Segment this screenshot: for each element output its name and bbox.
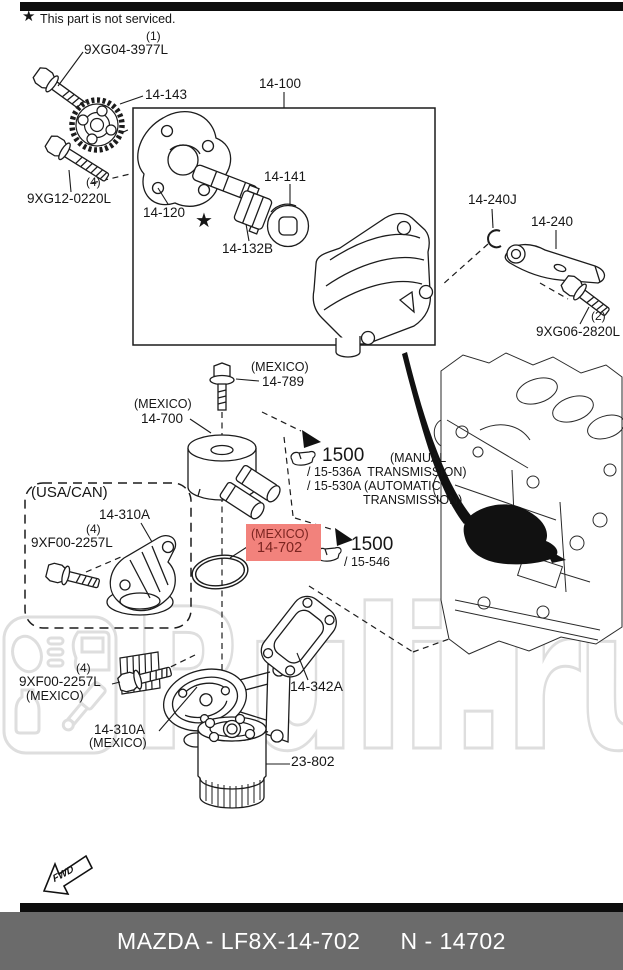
qty-sprocket-bolt: (1)	[146, 29, 161, 43]
oil-filter-drawing	[197, 713, 267, 809]
gasket-plate-drawing	[260, 595, 337, 678]
region-mexico-bolt: (MEXICO)	[26, 689, 84, 703]
ref-assembly: 14-100	[259, 76, 302, 91]
ref-pump-bolt: 9XG12-0220L	[27, 191, 112, 206]
flow-arrow-icon	[302, 430, 321, 448]
cooler-bolt-drawing	[209, 362, 235, 411]
ref-oil-cooler: 14-700	[141, 411, 184, 426]
leader-lines	[57, 51, 590, 765]
ref-arm: 14-240	[531, 214, 574, 229]
engine-block-drawing	[433, 352, 623, 655]
top-rule	[20, 2, 623, 11]
ref-mexico-bracket: 14-310A	[94, 722, 146, 737]
ref-coupling: 14-132B	[222, 241, 274, 256]
callout-1500-gasket-num: 1500	[351, 534, 394, 555]
qty-arm-bolt: (2)	[591, 309, 606, 323]
footer-bar: MAZDA - LF8X-14-702 N - 14702	[0, 912, 623, 970]
callout-1500-trans-line2: / 15-536A TRANSMISSION)	[307, 465, 467, 479]
marker-annotation	[402, 352, 566, 565]
callout-1500-trans-num: 1500	[322, 445, 365, 466]
ref-sprocket-bolt: 9XG04-3977L	[84, 42, 169, 57]
flow-arrow-icon	[335, 528, 353, 546]
callout-1500-trans-line3: / 15-530A (AUTOMATIC	[307, 479, 441, 493]
not-serviced-star-icon: ★	[195, 210, 213, 232]
arm-drawing	[504, 243, 606, 284]
ref-gasket: 14-342A	[290, 678, 343, 694]
ref-oring: 14-702	[257, 540, 303, 556]
ref-oil-filter: 23-802	[291, 753, 335, 769]
region-cooler-bolt: (MEXICO)	[251, 360, 309, 374]
qty-pump-bolt: (4)	[86, 175, 101, 189]
sprocket-drawing	[69, 97, 125, 153]
qty-usa-bolt: (4)	[86, 522, 101, 536]
legend-star-icon: ★	[22, 8, 36, 25]
ref-arm-bolt: 9XG06-2820L	[536, 324, 621, 339]
footer-catalog-ref: MAZDA - LF8X-14-702	[117, 927, 361, 954]
oring-drawing	[191, 554, 249, 590]
pump-body-drawing	[312, 212, 434, 358]
snap-ring-drawing	[487, 229, 502, 249]
ref-sprocket: 14-143	[145, 87, 188, 102]
usa-can-frame	[24, 482, 192, 629]
region-oil-cooler: (MEXICO)	[134, 397, 192, 411]
bottom-rule	[20, 903, 623, 912]
watermark-logo	[2, 615, 118, 755]
gasket-icon	[290, 450, 316, 466]
ref-usa-bolt: 9XF00-2257L	[31, 535, 113, 550]
footer-part-number: N - 14702	[400, 927, 506, 954]
legend-note: This part is not serviced.	[40, 12, 176, 26]
callout-1500-gasket-sub: / 15-546	[344, 555, 390, 569]
ref-mexico-bolt: 9XF00-2257L	[19, 674, 101, 689]
callout-1500-trans-line1: (MANUAL	[390, 451, 447, 465]
ref-socket: 14-141	[264, 169, 307, 184]
usa-bolt-drawing	[44, 560, 102, 594]
rotor-plate-drawing	[137, 110, 232, 207]
fwd-arrow-icon	[42, 854, 94, 895]
ref-cooler-bolt: 14-789	[262, 374, 305, 389]
region-mexico-bracket: (MEXICO)	[89, 736, 147, 750]
region-oring: (MEXICO)	[251, 527, 309, 541]
coupling-drawing	[233, 184, 273, 235]
ref-usa-bracket: 14-310A	[99, 507, 151, 522]
qty-mexico-bolt: (4)	[76, 661, 91, 675]
oil-cooler-drawing	[187, 434, 281, 520]
socket-drawing	[266, 203, 310, 248]
callout-1500-trans-line4: TRANSMISSION)	[363, 493, 463, 507]
ref-rotor-plate: 14-120	[143, 205, 186, 220]
usa-can-title: (USA/CAN)	[31, 484, 108, 501]
highlighted-part-14-702[interactable]: (MEXICO) 14-702	[246, 524, 321, 561]
ref-snap-ring: 14-240J	[468, 192, 517, 207]
pump-shaft-drawing	[192, 164, 258, 202]
usa-bracket-drawing	[106, 534, 177, 616]
